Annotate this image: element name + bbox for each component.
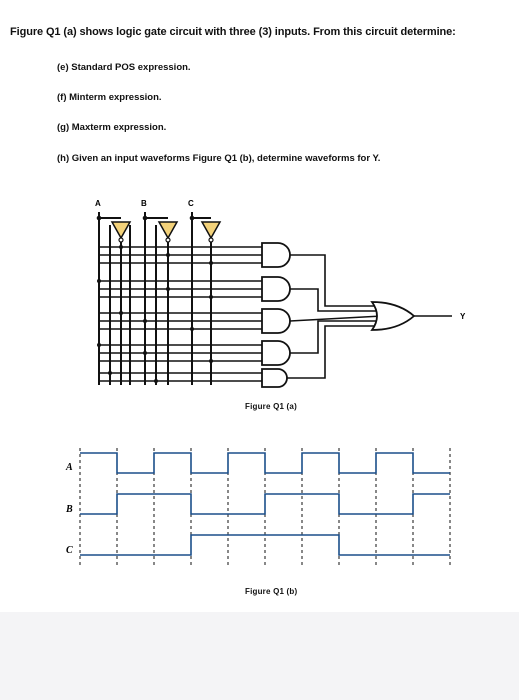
and-gate-5 [261,368,288,388]
wave-label-c: C [66,545,73,556]
or-gate [370,301,416,331]
waveform-traces [80,452,450,556]
waveform-a [80,452,450,474]
inverter-b [157,221,179,243]
question-part-g: (g) Maxterm expression. [57,122,167,133]
question-part-f: (f) Minterm expression. [57,92,162,103]
and-gate-3 [261,308,291,334]
and-gate-2 [261,276,291,302]
and-gate-4 [261,340,291,366]
question-part-e: (e) Standard POS expression. [57,62,191,73]
input-label-a: A [95,199,101,208]
waveform-c [80,534,450,556]
question-part-h: (h) Given an input waveforms Figure Q1 (… [57,153,381,164]
and-gate-1 [261,242,291,268]
figure-b-caption: Figure Q1 (b) [245,587,298,596]
input-label-c: C [188,199,194,208]
output-label-y: Y [460,312,466,321]
inverter-c [200,221,222,243]
wave-label-a: A [65,462,73,473]
figure-a-caption: Figure Q1 (a) [245,402,297,411]
wave-label-b: B [65,504,73,515]
waveform-b [80,493,450,515]
question-intro: Figure Q1 (a) shows logic gate circuit w… [10,26,456,38]
page-footer-area [0,612,519,700]
input-label-b: B [141,199,147,208]
inverter-a [110,221,132,243]
